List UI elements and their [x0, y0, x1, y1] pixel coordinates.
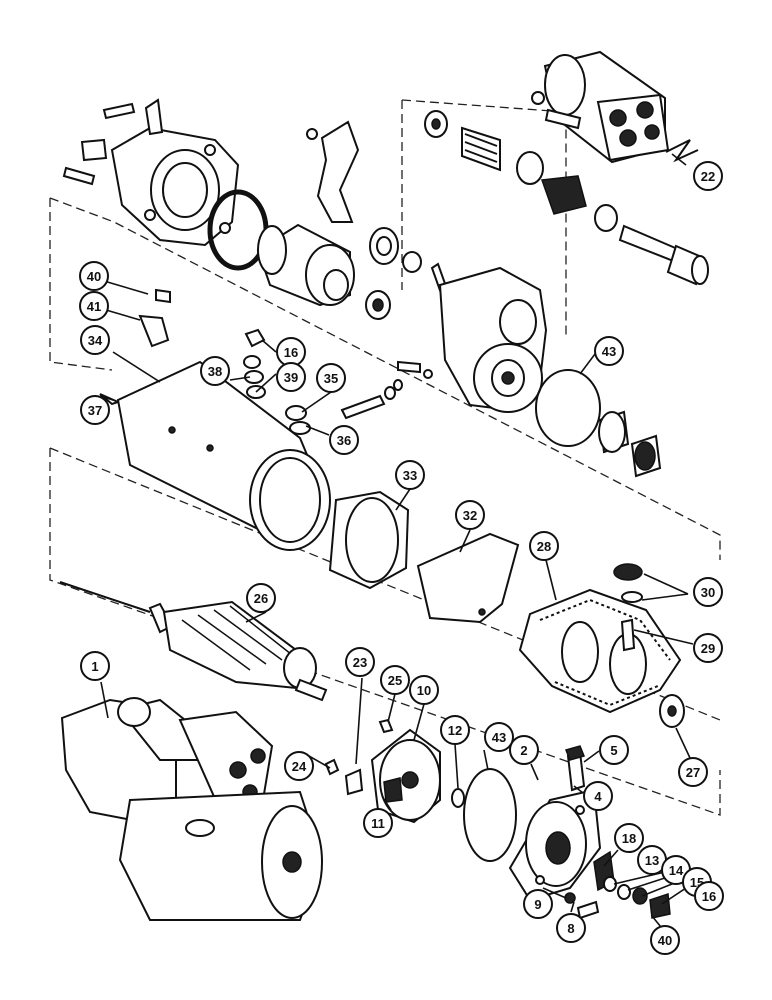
callout-32: 32 [455, 500, 485, 530]
callout-23: 23 [345, 647, 375, 677]
callout-40-lower: 40 [650, 925, 680, 955]
shift-lever [306, 120, 360, 223]
callout-11: 11 [363, 808, 393, 838]
callouts: 1 2 4 5 8 9 10 11 12 13 14 15 16 16 18 2… [79, 161, 724, 955]
callout-24: 24 [284, 751, 314, 781]
svg-text:37: 37 [88, 403, 102, 418]
svg-text:9: 9 [534, 897, 541, 912]
callout-40-upper: 40 [79, 261, 109, 291]
o-ring-lower [463, 768, 517, 862]
callout-16-lower: 16 [694, 881, 724, 911]
callout-28: 28 [529, 531, 559, 561]
svg-text:29: 29 [701, 641, 715, 656]
callout-22: 22 [693, 161, 723, 191]
svg-text:13: 13 [645, 853, 659, 868]
callout-34: 34 [80, 325, 110, 355]
armature [59, 581, 328, 702]
bushings [598, 410, 662, 478]
svg-text:34: 34 [88, 333, 103, 348]
callout-25: 25 [380, 665, 410, 695]
svg-text:38: 38 [208, 364, 222, 379]
svg-text:43: 43 [602, 344, 616, 359]
callout-16-upper: 16 [276, 337, 306, 367]
plunger-spring-parts [424, 110, 709, 286]
pinion-small-parts [365, 227, 450, 320]
svg-text:11: 11 [371, 816, 385, 831]
field-coils [518, 588, 682, 714]
callout-41: 41 [79, 291, 109, 321]
assembled-starter-motor [60, 697, 324, 921]
callout-29: 29 [693, 633, 723, 663]
svg-text:30: 30 [701, 585, 715, 600]
svg-text:5: 5 [610, 743, 617, 758]
svg-text:18: 18 [622, 831, 636, 846]
callout-1: 1 [80, 651, 110, 681]
callout-38: 38 [200, 356, 230, 386]
pole-shoe [328, 490, 410, 590]
callout-35: 35 [316, 363, 346, 393]
callout-10: 10 [409, 675, 439, 705]
svg-text:25: 25 [388, 673, 402, 688]
svg-text:41: 41 [87, 299, 101, 314]
svg-text:43: 43 [492, 730, 506, 745]
svg-text:32: 32 [463, 508, 477, 523]
terminal-nut-washers [99, 288, 311, 435]
through-bolts [340, 360, 433, 420]
washer-12 [451, 788, 465, 808]
svg-text:28: 28 [537, 539, 551, 554]
svg-text:12: 12 [448, 723, 462, 738]
field-shoe [416, 532, 520, 624]
housing-fasteners [62, 98, 164, 186]
drive-end-housing [110, 126, 240, 247]
callout-18: 18 [614, 823, 644, 853]
callout-26: 26 [246, 583, 276, 613]
svg-text:40: 40 [87, 269, 101, 284]
svg-text:33: 33 [403, 468, 417, 483]
callout-5: 5 [599, 735, 629, 765]
svg-text:27: 27 [686, 765, 700, 780]
o-ring-upper [535, 369, 601, 447]
callout-43-upper: 43 [594, 336, 624, 366]
svg-text:23: 23 [353, 655, 367, 670]
solenoid [531, 50, 670, 164]
svg-text:26: 26 [254, 591, 268, 606]
svg-text:4: 4 [594, 789, 602, 804]
callout-9: 9 [523, 889, 553, 919]
leader-lines [99, 153, 696, 933]
field-housing-end [438, 266, 548, 413]
callout-8: 8 [556, 913, 586, 943]
svg-text:39: 39 [284, 370, 298, 385]
callout-30: 30 [693, 577, 723, 607]
drive-pinion-assembly [256, 223, 355, 307]
svg-text:1: 1 [91, 659, 98, 674]
callout-4: 4 [583, 781, 613, 811]
svg-text:22: 22 [701, 169, 715, 184]
svg-text:24: 24 [292, 759, 307, 774]
svg-text:40: 40 [658, 933, 672, 948]
callout-33: 33 [395, 460, 425, 490]
svg-text:36: 36 [337, 433, 351, 448]
callout-43-lower: 43 [484, 722, 514, 752]
callout-36: 36 [329, 425, 359, 455]
solenoid-clip [665, 139, 699, 163]
field-terminal-parts [613, 563, 685, 728]
callout-39: 39 [276, 362, 306, 392]
callout-37: 37 [80, 395, 110, 425]
commutator-end-cap [508, 788, 602, 902]
svg-text:2: 2 [520, 743, 527, 758]
brush-plate-parts [324, 718, 441, 824]
svg-text:10: 10 [417, 683, 431, 698]
field-frame [116, 360, 331, 551]
callout-27: 27 [678, 757, 708, 787]
svg-text:16: 16 [284, 345, 298, 360]
callout-2: 2 [509, 735, 539, 765]
svg-text:8: 8 [567, 921, 574, 936]
svg-text:35: 35 [324, 371, 338, 386]
svg-text:16: 16 [702, 889, 716, 904]
svg-text:14: 14 [669, 863, 684, 878]
callout-12: 12 [440, 715, 470, 745]
